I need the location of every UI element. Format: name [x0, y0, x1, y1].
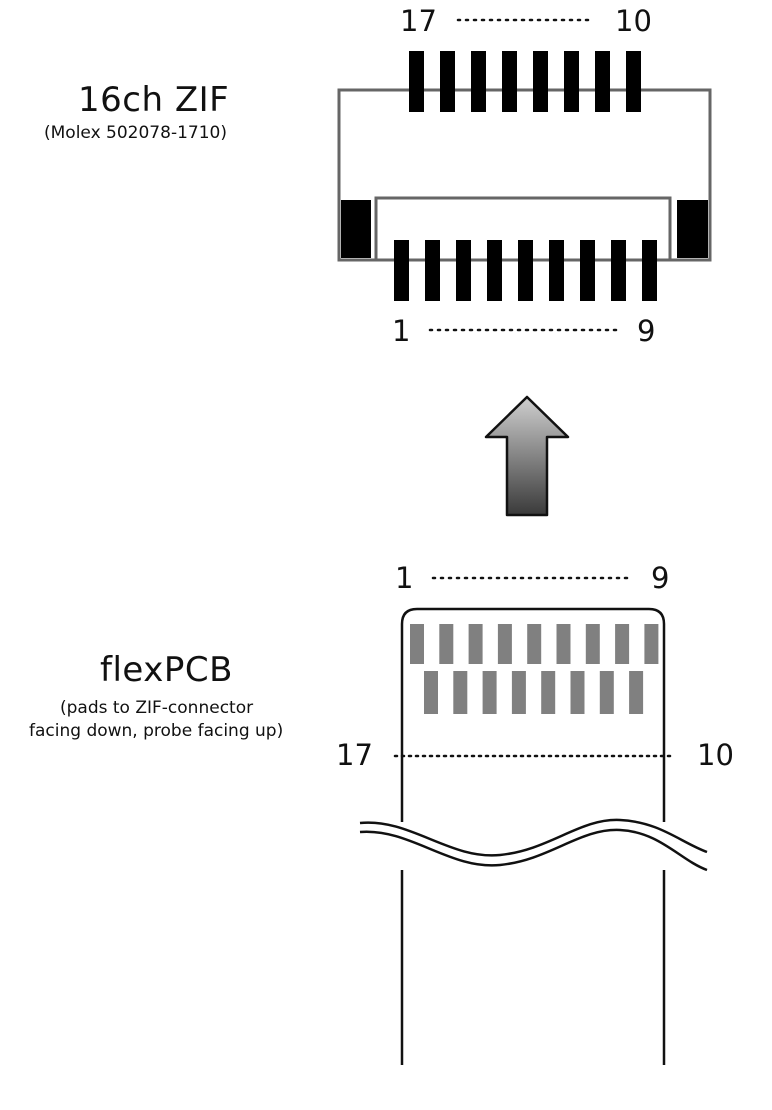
zif-bottom-pin-3 — [456, 240, 471, 301]
zif-top-pin-6 — [564, 51, 579, 112]
zif-right-latch — [677, 200, 708, 258]
flex-top-pad-3 — [468, 624, 483, 664]
flex-bottom-pad-1 — [424, 671, 438, 714]
flex-pin-label-1: 1 — [395, 561, 414, 595]
zif-bottom-pin-2 — [425, 240, 440, 301]
zif-top-pin-2 — [440, 51, 455, 112]
break-line-lower-icon — [359, 828, 708, 872]
zif-bottom-pin-9 — [642, 240, 657, 301]
zif-bottom-pin-6 — [549, 240, 564, 301]
flex-bottom-pad-6 — [570, 671, 585, 714]
flex-top-pad-4 — [497, 624, 512, 664]
break-line-upper-icon — [359, 818, 708, 857]
flexpcb-note-line2: facing down, probe facing up) — [29, 721, 284, 741]
flex-top-pad-8 — [615, 624, 630, 664]
zif-top-pin-5 — [533, 51, 548, 112]
flex-top-pad-1 — [410, 624, 424, 664]
zif-bottom-pin-4 — [487, 240, 502, 301]
zif-title: 16ch ZIF — [78, 80, 230, 120]
flex-top-pad-9 — [644, 624, 659, 664]
flex-bottom-pad-3 — [482, 671, 497, 714]
zif-top-pin-7 — [595, 51, 610, 112]
flex-pin-label-17: 17 — [336, 738, 373, 772]
flex-bottom-pad-2 — [453, 671, 468, 714]
flex-bottom-pads — [424, 671, 644, 714]
break-mask — [395, 822, 670, 870]
flex-top-pad-5 — [527, 624, 542, 664]
flexpcb-outline-top — [400, 607, 666, 1065]
flex-top-pads — [410, 624, 659, 664]
zif-bottom-pin-5 — [518, 240, 533, 301]
flex-pin-label-9: 9 — [651, 561, 670, 595]
zif-top-pins — [409, 51, 641, 112]
zif-top-pin-4 — [502, 51, 517, 112]
insert-arrow-icon — [484, 395, 570, 517]
flex-bottom-pad-5 — [541, 671, 556, 714]
zif-bottom-pin-1 — [394, 240, 409, 301]
zif-top-pin-8 — [626, 51, 641, 112]
zif-pin-label-10: 10 — [615, 4, 652, 38]
flex-top-pad-2 — [439, 624, 454, 664]
zif-part-number: (Molex 502078-1710) — [44, 123, 227, 143]
flex-top-pad-7 — [585, 624, 600, 664]
flex-pin-label-10: 10 — [697, 738, 734, 772]
flex-bottom-pad-4 — [511, 671, 526, 714]
zif-top-pin-1 — [409, 51, 424, 112]
zif-connector — [337, 18, 712, 332]
flexpcb — [359, 576, 708, 1065]
zif-bottom-pin-7 — [580, 240, 595, 301]
flexpcb-note-line1: (pads to ZIF-connector — [60, 698, 254, 718]
zif-pin-label-1: 1 — [392, 314, 411, 348]
flex-bottom-pad-8 — [629, 671, 644, 714]
flexpcb-title: flexPCB — [100, 650, 233, 690]
flex-bottom-pad-7 — [599, 671, 614, 714]
zif-pin-label-9: 9 — [637, 314, 656, 348]
zif-body-outline — [337, 88, 712, 262]
zif-bottom-pins — [394, 240, 657, 301]
zif-pin-label-17: 17 — [400, 4, 437, 38]
zif-bottom-pin-8 — [611, 240, 626, 301]
flex-top-pad-6 — [556, 624, 571, 664]
zif-left-latch — [341, 200, 371, 258]
zif-top-pin-3 — [471, 51, 486, 112]
